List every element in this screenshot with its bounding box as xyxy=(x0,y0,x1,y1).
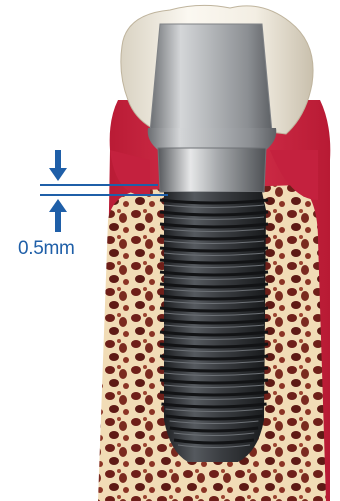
abutment-shoulder xyxy=(148,128,277,150)
abutment-body xyxy=(150,24,272,132)
implant-collar xyxy=(158,148,266,192)
measurement-label: 0.5mm xyxy=(18,238,75,260)
arrow-up-icon xyxy=(49,199,67,232)
arrow-down-icon xyxy=(49,150,67,181)
